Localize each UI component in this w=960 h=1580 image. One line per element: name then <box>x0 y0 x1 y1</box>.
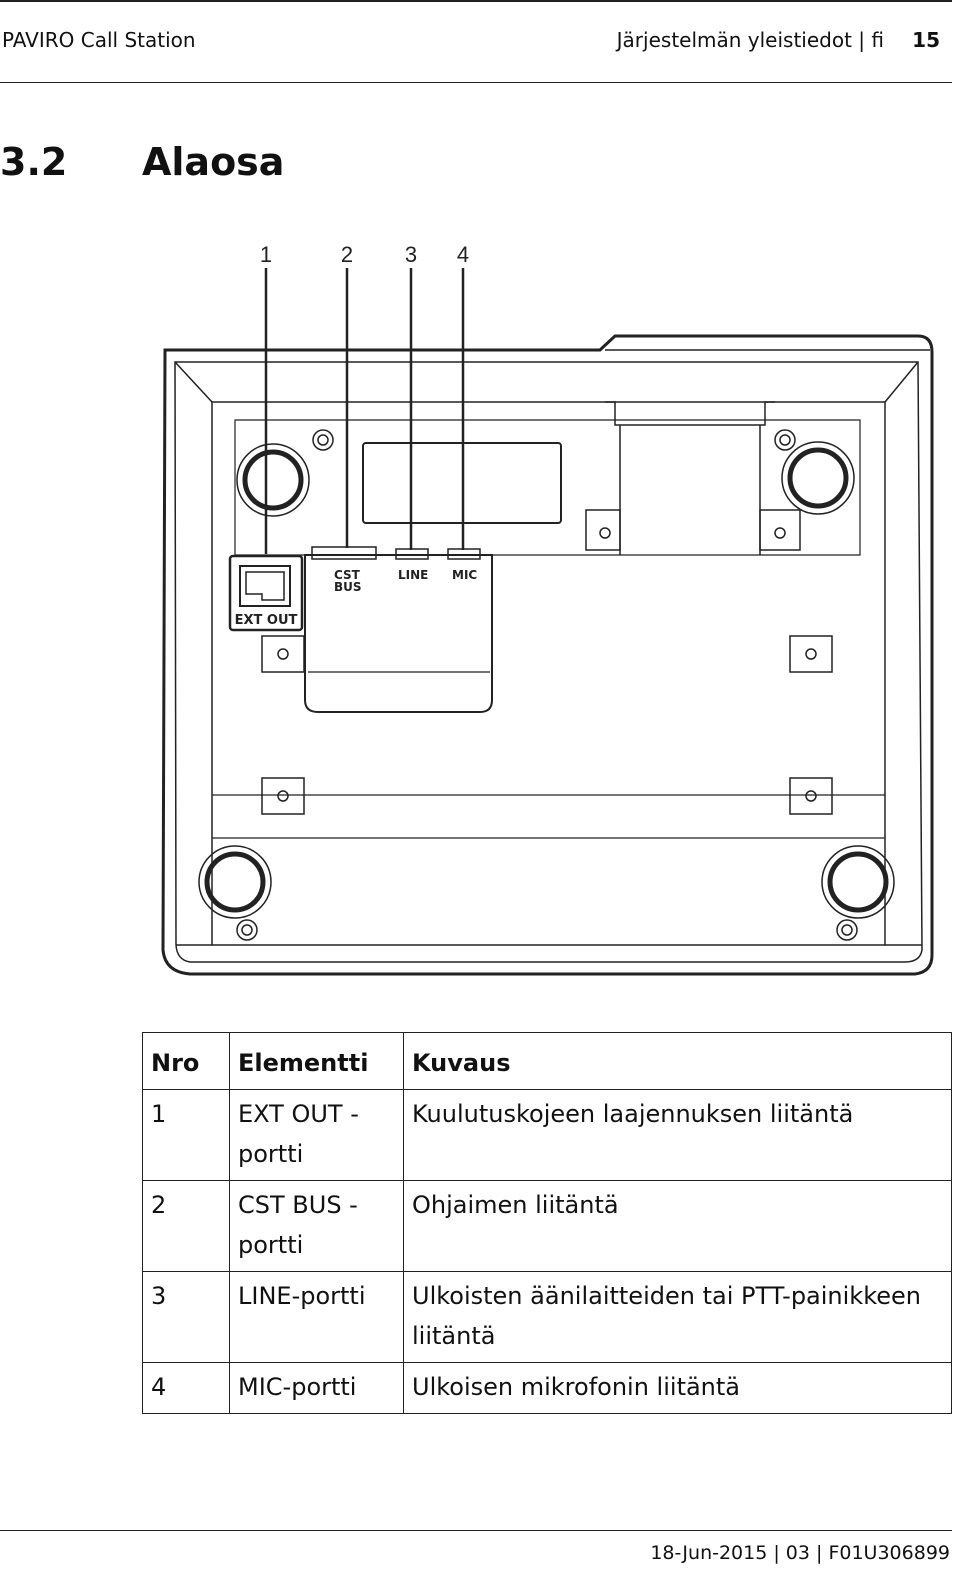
section-number: 3.2 <box>0 140 68 184</box>
table-row: 1 EXT OUT - portti Kuulutuskojeen laajen… <box>142 1089 952 1181</box>
rubber-foot-bottom-left <box>198 845 272 919</box>
device-bottom-view-illustration: 1 2 3 4 <box>161 242 934 976</box>
row-nro: 4 <box>142 1362 230 1414</box>
row-nro: 2 <box>142 1180 230 1272</box>
table-row: 2 CST BUS - portti Ohjaimen liitäntä <box>142 1180 952 1272</box>
callout-1: 1 <box>260 242 272 267</box>
row-description: Ulkoisten äänilaitteiden tai PTT-painikk… <box>403 1271 952 1363</box>
callout-2: 2 <box>341 242 353 267</box>
page-footer: 18-Jun-2015 | 03 | F01U306899 <box>650 1542 950 1564</box>
top-rule <box>0 0 952 2</box>
row-nro: 1 <box>142 1089 230 1181</box>
table-header-row: Nro Elementti Kuvaus <box>142 1032 952 1090</box>
header-divider <box>0 82 952 83</box>
section-title: Alaosa <box>142 140 285 184</box>
row-element: LINE-portti <box>229 1271 404 1363</box>
cst-label: CST <box>334 568 361 582</box>
rubber-foot-top-left <box>236 443 310 517</box>
callout-3: 3 <box>405 242 417 267</box>
mic-label: MIC <box>452 568 477 582</box>
header-product: PAVIRO Call Station <box>2 28 196 52</box>
column-header-element: Elementti <box>229 1032 404 1090</box>
callout-4: 4 <box>457 242 469 267</box>
footer-divider <box>0 1530 952 1531</box>
row-description: Ulkoisen mikrofonin liitäntä <box>403 1362 952 1414</box>
row-element: CST BUS - portti <box>229 1180 404 1272</box>
bus-label: BUS <box>334 580 362 594</box>
row-description: Ohjaimen liitäntä <box>403 1180 952 1272</box>
page-header: PAVIRO Call Station Järjestelmän yleisti… <box>0 28 952 58</box>
row-element: EXT OUT - portti <box>229 1089 404 1181</box>
column-header-nro: Nro <box>142 1032 230 1090</box>
header-section: Järjestelmän yleistiedot | fi <box>616 28 884 52</box>
table-row: 3 LINE-portti Ulkoisten äänilaitteiden t… <box>142 1271 952 1363</box>
rubber-foot-top-right <box>781 441 855 515</box>
rubber-foot-bottom-right <box>821 845 895 919</box>
column-header-description: Kuvaus <box>403 1032 952 1090</box>
ext-out-port <box>228 554 304 632</box>
row-element: MIC-portti <box>229 1362 404 1414</box>
row-description: Kuulutuskojeen laajennuksen liitäntä <box>403 1089 952 1181</box>
ext-out-label: EXT OUT <box>235 613 298 628</box>
row-nro: 3 <box>142 1271 230 1363</box>
line-label: LINE <box>398 568 428 582</box>
element-table: Nro Elementti Kuvaus 1 EXT OUT - portti … <box>142 1032 952 1414</box>
table-row: 4 MIC-portti Ulkoisen mikrofonin liitänt… <box>142 1362 952 1414</box>
page-number: 15 <box>912 28 940 52</box>
